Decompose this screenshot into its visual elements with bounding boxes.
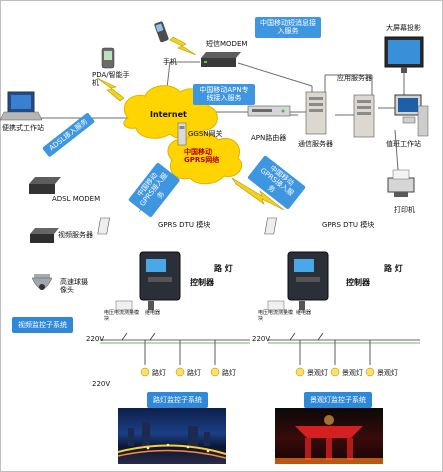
phone-label: 手机 <box>163 58 177 66</box>
landscape-lamp-3-label: 景观灯 <box>377 369 398 377</box>
pda-label: PDA/智能手机 <box>92 71 130 88</box>
left-meter-box <box>115 300 133 311</box>
left-relay-label: 继电器 <box>145 310 161 316</box>
dome-camera-icon <box>31 274 53 290</box>
voltage-bottom-label: 220V <box>92 380 111 388</box>
pda-icon <box>101 47 115 69</box>
street-subsystem-caption: 路灯监控子系统 <box>147 392 208 408</box>
left-relay-box <box>148 301 154 310</box>
left-meter-label: 电压电流测量模块 <box>104 310 140 322</box>
big-screen-label: 大屏幕投影 <box>386 24 421 32</box>
app-server-label: 应用服务器 <box>337 74 372 82</box>
landscape-night-photo <box>275 408 383 464</box>
duty-workstation-label: 值班工作站 <box>386 140 421 148</box>
apn-service-tag: 中国移动APN专线接入服务 <box>193 84 255 105</box>
big-screen-icon <box>384 36 424 73</box>
right-relay-box <box>299 301 305 310</box>
cell-phone-icon <box>154 21 169 43</box>
right-relay-label: 继电器 <box>296 310 312 316</box>
apn-router-icon <box>247 105 291 117</box>
landscape-lamp-2-label: 景观灯 <box>342 369 363 377</box>
voltage-right-label: 220V <box>252 335 271 343</box>
video-server-label: 视频服务器 <box>58 231 93 239</box>
sms-modem-label: 短信MODEM <box>206 40 248 48</box>
landscape-night-photo-graphic <box>275 415 383 464</box>
video-subsystem-caption: 视频监控子系统 <box>12 317 73 333</box>
comm-server-label: 通信服务器 <box>298 140 333 148</box>
adsl-modem-label: ADSL MODEM <box>52 195 101 203</box>
adsl-modem-icon <box>29 177 61 194</box>
landscape-controller-label: 控制器 <box>346 278 370 287</box>
printer-icon <box>387 169 415 197</box>
printer-label: 打印机 <box>394 206 415 214</box>
right-meter-label: 电压电流测量模块 <box>258 310 294 322</box>
street-night-photo-graphic <box>118 422 226 459</box>
sms-service-tag: 中国移动短消息接入服务 <box>255 17 321 38</box>
right-meter-box <box>267 300 285 311</box>
street-lamp-2-label: 路灯 <box>187 369 201 377</box>
street-controller-label: 控制器 <box>190 278 214 287</box>
dtu-module-left-icon <box>97 217 110 235</box>
landscape-subsystem-caption: 景观灯监控子系统 <box>304 392 372 408</box>
ggsn-gateway-icon <box>177 122 187 146</box>
laptop-icon <box>0 91 43 121</box>
street-controller-icon <box>139 251 181 301</box>
landscape-lamp-1-label: 景观灯 <box>307 369 328 377</box>
gprs-network-label: 中国移动GPRS网络 <box>184 148 220 165</box>
landscape-controller-icon <box>287 251 329 301</box>
landscape-lamp-icons <box>295 367 375 377</box>
sms-modem-icon <box>201 52 241 67</box>
landscape-lamp-label: 路 灯 <box>384 264 403 273</box>
street-night-photo <box>118 408 226 464</box>
dtu-left-label: GPRS DTU 模块 <box>158 221 211 229</box>
comm-server-icon <box>305 91 327 135</box>
dtu-right-label: GPRS DTU 模块 <box>322 221 375 229</box>
street-lamp-3-label: 路灯 <box>222 369 236 377</box>
app-server-icon <box>353 94 375 138</box>
dome-camera-label: 高速球摄像头 <box>60 278 88 295</box>
ggsn-label: GGSN网关 <box>188 130 223 138</box>
apn-router-label: APN路由器 <box>251 134 287 142</box>
internet-label: Internet <box>150 110 187 119</box>
duty-workstation-icon <box>394 94 429 137</box>
power-circuits <box>100 332 420 365</box>
street-lamp-icons <box>140 367 220 377</box>
voltage-left-label: 220V <box>86 335 105 343</box>
laptop-label: 便携式工作站 <box>2 124 44 132</box>
street-lamp-label: 路 灯 <box>214 264 233 273</box>
dtu-module-right-icon <box>264 217 277 235</box>
street-lamp-1-label: 路灯 <box>152 369 166 377</box>
video-server-icon <box>30 228 59 243</box>
